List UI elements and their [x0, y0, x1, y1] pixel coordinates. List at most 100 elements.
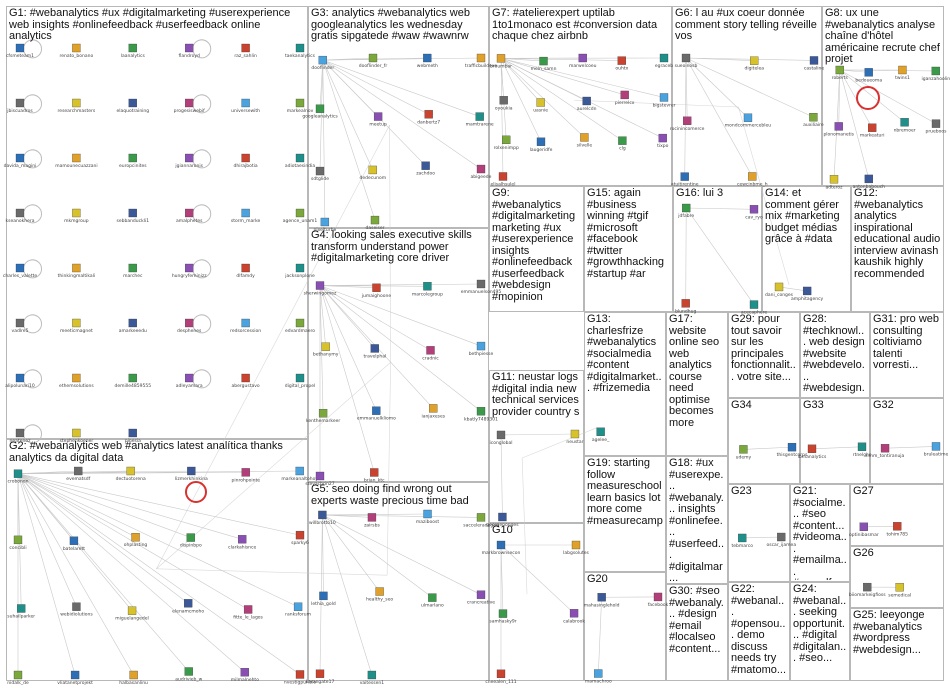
node-avatar [425, 110, 433, 118]
node-avatar [858, 443, 866, 451]
node-avatar [808, 445, 816, 453]
group-title-g17: G17: website online seo web analytics co… [669, 314, 725, 429]
node-avatar [369, 166, 377, 174]
node-avatar [477, 591, 485, 599]
node-avatar [129, 154, 137, 162]
node-label: oyoukia [495, 105, 513, 111]
node-avatar [129, 319, 137, 327]
node-avatar [898, 66, 906, 74]
node-avatar [618, 137, 626, 145]
node-avatar [242, 99, 250, 107]
node-avatar [537, 138, 545, 146]
group-title-g20: G20 [587, 574, 663, 586]
node-avatar [497, 670, 505, 678]
node-avatar [863, 583, 871, 591]
group-title-g5: G5: seo doing find wrong out experts was… [311, 484, 486, 507]
node-avatar [739, 445, 747, 453]
node-avatar [128, 607, 136, 615]
node-label: agelee_ [592, 437, 610, 443]
node-label: cav_ryo [745, 214, 763, 220]
node-avatar [372, 407, 380, 415]
node-label: evematsdf [66, 476, 90, 482]
node-label: mahasinglehold [584, 602, 620, 608]
node-avatar [322, 343, 330, 351]
node-avatar [185, 264, 193, 272]
node-label: kseanokhera [6, 218, 35, 224]
node-avatar [72, 44, 80, 52]
node-avatar [424, 510, 432, 518]
node-avatar [580, 133, 588, 141]
group-title-g8: G8: ux une #webanalytics analyse chaîne … [825, 8, 941, 66]
group-title-g11: G11: neustar logs #digital india new tec… [492, 372, 581, 418]
node-label: ohplasting [124, 542, 148, 548]
node-avatar [932, 442, 940, 450]
node-label: silvelle [577, 142, 593, 148]
node-avatar [72, 209, 80, 217]
node-label: dedecunom [360, 175, 387, 181]
node-label: mondcommercebleu [725, 123, 771, 129]
node-avatar [429, 404, 437, 412]
node-avatar [748, 172, 756, 180]
node-label: amarkeeedu [119, 328, 147, 334]
node-avatar [803, 287, 811, 295]
node-label: clarkahisnce [228, 544, 256, 550]
node-label: dani_conges [765, 292, 794, 298]
group-title-g18: G18: #ux #userexpe... #webanaly... insig… [669, 458, 725, 582]
group-title-g32: G32 [873, 400, 941, 412]
node-avatar [129, 264, 137, 272]
node-avatar [318, 511, 326, 519]
node-g7-13[interactable]: clg [618, 137, 626, 152]
node-label: meeticmagnet [60, 328, 93, 334]
node-label: nmm_tontiranuja [866, 453, 905, 459]
node-avatar [241, 668, 249, 676]
group-title-g31: G31: pro web consulting coltiviamo talen… [873, 314, 941, 372]
node-avatar [618, 57, 626, 65]
node-label: webmeth [417, 63, 438, 69]
node-label: healthy_seo [366, 597, 393, 603]
node-avatar [598, 593, 606, 601]
node-avatar [316, 105, 324, 113]
node-avatar [860, 523, 868, 531]
node-avatar [72, 429, 80, 437]
node-label: bedoueoma [855, 77, 882, 83]
node-label: rolxenimpp [494, 145, 519, 151]
node-label: dooflinder [311, 65, 334, 71]
node-label: marwelcoeu [569, 63, 597, 69]
node-avatar [16, 429, 24, 437]
node-label: adiotaesindia [285, 163, 315, 169]
node-label: laugeridfe [530, 147, 553, 153]
node-avatar [129, 429, 137, 437]
node-label: karangate17 [306, 679, 335, 685]
node-avatar [127, 467, 135, 475]
node-avatar [16, 319, 24, 327]
node-label: suhailparker [7, 613, 35, 619]
node-label: labgsolutes [563, 550, 589, 556]
node-avatar [372, 284, 380, 292]
node-label: sdtglide [311, 176, 329, 182]
node-label: davida_magini [4, 163, 37, 169]
node-avatar [423, 282, 431, 290]
node-label: vaitessen1 [360, 680, 385, 686]
node-avatar [185, 209, 193, 217]
node-avatar [316, 472, 324, 480]
node-label: markbrownsecon [482, 550, 521, 556]
node-avatar [16, 374, 24, 382]
node-label: mkmgroup [64, 218, 89, 224]
node-label: thinkingmaltikali [58, 273, 95, 279]
node-avatar [836, 66, 844, 74]
node-avatar [775, 283, 783, 291]
group-title-g27: G27 [853, 486, 941, 498]
node-avatar [750, 301, 758, 309]
node-label: tebmarco [731, 543, 753, 549]
group-title-g28: G28: #techknowl... web design #website #… [803, 314, 867, 396]
node-avatar [477, 54, 485, 62]
node-label: sherwingomez [304, 291, 337, 297]
node-avatar [296, 264, 304, 272]
group-title-g13: G13: charlesfrize #webanalytics #socialm… [587, 314, 663, 395]
node-label: willbrotto10 [309, 520, 336, 526]
node-avatar [476, 113, 484, 121]
node-avatar [70, 537, 78, 545]
node-avatar [368, 671, 376, 679]
node-avatar [865, 68, 873, 76]
node-label: demille4859555 [115, 383, 152, 389]
